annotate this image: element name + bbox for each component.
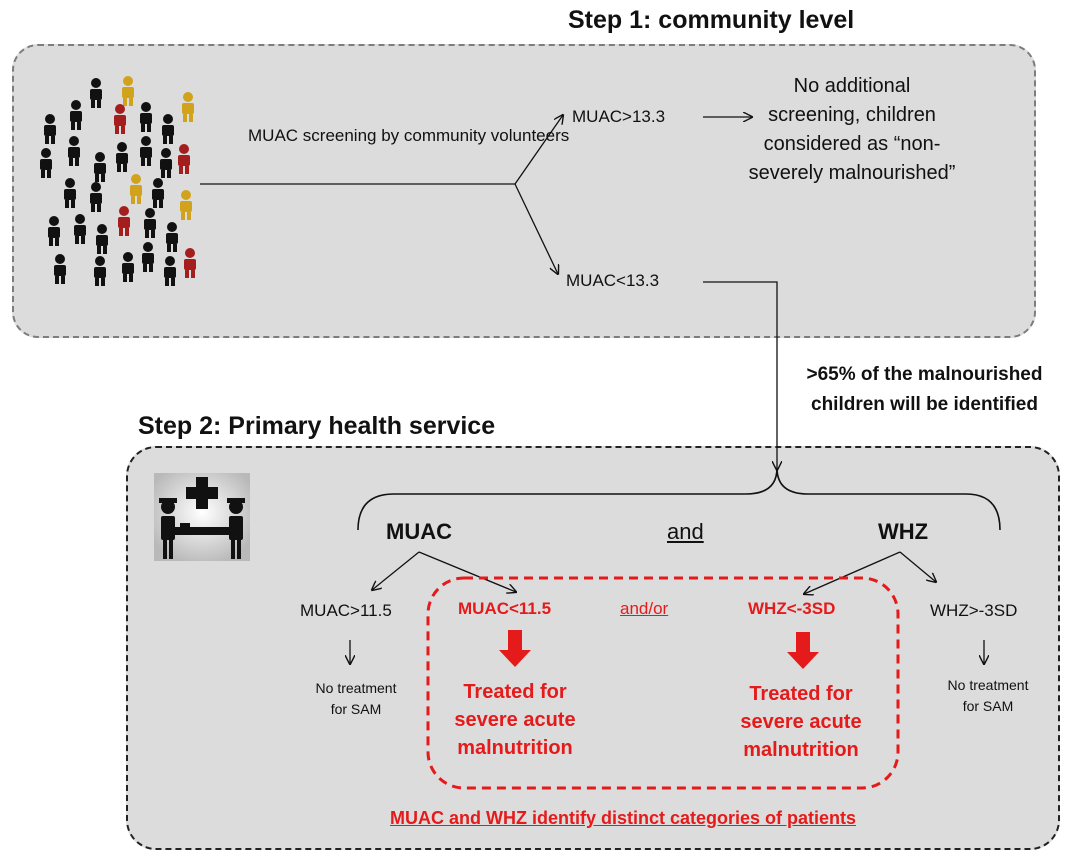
child-figure xyxy=(70,100,82,130)
transition-note: >65% of the malnourished children will b… xyxy=(806,364,1043,415)
child-figure xyxy=(160,148,172,178)
treated-left-arrow xyxy=(499,630,531,667)
child-figure xyxy=(122,76,134,106)
step1-title: Step 1: community level xyxy=(568,6,855,34)
child-figure xyxy=(184,248,196,278)
child-figure xyxy=(90,182,102,212)
child-figure xyxy=(162,114,174,144)
treated-right-arrow xyxy=(787,632,819,669)
child-figure xyxy=(96,224,108,254)
child-figure xyxy=(48,216,60,246)
child-figure xyxy=(44,114,56,144)
no-treatment-right: No treatment for SAM xyxy=(947,677,1029,714)
muac-low-label: MUAC<11.5 xyxy=(458,599,552,618)
treated-right: Treated for severe acute malnutrition xyxy=(740,683,862,761)
child-figure xyxy=(122,252,134,282)
sam-region-outline xyxy=(426,576,900,790)
child-figure xyxy=(144,208,156,238)
and-or-label: and/or xyxy=(620,599,669,618)
no-screening-note: No additional screening, children consid… xyxy=(748,75,956,184)
step1-panel xyxy=(12,44,1036,338)
child-figure xyxy=(90,78,102,108)
child-figure xyxy=(114,104,126,134)
branch-muac-low: MUAC<13.3 xyxy=(566,271,660,290)
treated-left: Treated for severe acute malnutrition xyxy=(454,681,576,759)
whz-low-arrow xyxy=(804,551,901,594)
child-figure xyxy=(130,174,142,204)
step2-panel xyxy=(126,446,1060,850)
muac-low-arrow xyxy=(418,551,516,592)
child-figure xyxy=(64,178,76,208)
conclusion-label: MUAC and WHZ identify distinct categorie… xyxy=(390,808,857,828)
child-figure xyxy=(74,214,86,244)
child-figure xyxy=(166,222,178,252)
child-figure xyxy=(182,92,194,122)
whz-high-label: WHZ>-3SD xyxy=(930,601,1018,620)
child-figure xyxy=(178,144,190,174)
child-figure xyxy=(140,102,152,132)
branch-low-arrow xyxy=(514,183,558,274)
whz-header: WHZ xyxy=(878,519,929,544)
branch-high-arrow xyxy=(514,115,563,185)
child-figure xyxy=(180,190,192,220)
muac-high-label: MUAC>11.5 xyxy=(300,601,392,620)
whz-high-arrow xyxy=(899,551,936,582)
referral-arrow xyxy=(703,281,777,470)
child-figure xyxy=(152,178,164,208)
child-figure xyxy=(116,142,128,172)
child-figure xyxy=(40,148,52,178)
child-figure xyxy=(54,254,66,284)
step2-title: Step 2: Primary health service xyxy=(138,412,496,440)
and-word: and xyxy=(667,519,704,544)
child-figure xyxy=(94,152,106,182)
branch-muac-high: MUAC>13.3 xyxy=(572,107,666,126)
curly-brace xyxy=(357,467,1001,531)
child-figure xyxy=(142,242,154,272)
muac-high-arrow xyxy=(372,551,420,590)
child-figure xyxy=(118,206,130,236)
child-figure xyxy=(140,136,152,166)
health-service-icon xyxy=(154,473,250,561)
child-figure xyxy=(164,256,176,286)
child-figure xyxy=(94,256,106,286)
child-figure xyxy=(68,136,80,166)
whz-low-label: WHZ<-3SD xyxy=(748,599,836,618)
muac-header: MUAC xyxy=(386,519,452,544)
no-treatment-left: No treatment for SAM xyxy=(315,680,397,717)
